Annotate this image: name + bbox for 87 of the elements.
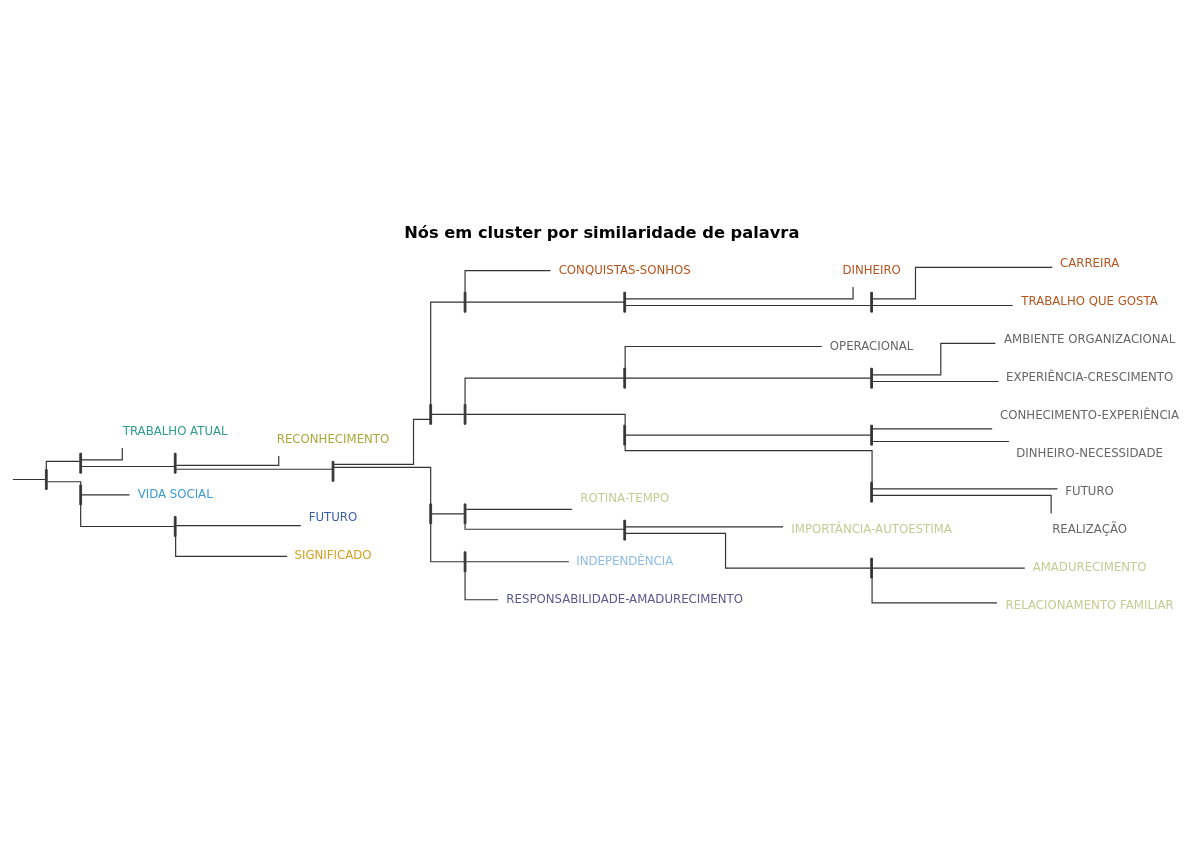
node-text: CARREIRA [1059, 256, 1120, 271]
node-text: SIGNIFICADO [294, 548, 372, 563]
connector [465, 561, 570, 563]
connector [431, 513, 465, 515]
connector [872, 428, 993, 430]
node-bar [331, 460, 335, 482]
node-bar [44, 469, 48, 490]
node-text: FUTURO [1065, 484, 1114, 499]
connector [12, 478, 46, 481]
node-text: AMBIENTE ORGANIZACIONAL [1003, 332, 1176, 347]
node-bar [623, 519, 627, 541]
connector [333, 466, 432, 505]
connector [872, 380, 1000, 383]
node-text: CONHECIMENTO-EXPERIÊNCIA [1000, 408, 1180, 423]
connector [625, 434, 872, 436]
connector [624, 345, 823, 369]
node-text: RESPONSABILIDADE-AMADURECIMENTO [506, 591, 744, 606]
node-text: RECONHECIMENTO [276, 431, 390, 446]
node-text: EXPERIÊNCIA-CRESCIMENTO [1005, 370, 1174, 385]
connector [872, 304, 1014, 307]
node-bar [79, 452, 83, 474]
node-bar [870, 481, 873, 503]
node-text: AMADURECIMENTO [1032, 560, 1147, 575]
connector [872, 342, 996, 376]
node-text: TRABALHO QUE GOSTA [1021, 294, 1158, 309]
connector [45, 460, 81, 470]
connector [464, 571, 499, 601]
node-text: VIDA SOCIAL [137, 486, 213, 501]
connector [175, 536, 288, 557]
node-bar [173, 452, 177, 474]
node-text: ROTINA-TEMPO [580, 490, 670, 505]
node-text: IMPORTÂNCIA-AUTOESTIMA [791, 522, 952, 537]
node-bar [870, 557, 873, 579]
connector [333, 418, 431, 465]
connector [625, 304, 872, 307]
connector [464, 269, 552, 293]
node-text: RELACIONAMENTO FAMILIAR [1005, 598, 1174, 613]
connector [465, 301, 625, 303]
node-bar [870, 424, 873, 446]
node-bar [463, 403, 467, 425]
connector [464, 377, 625, 405]
connector [81, 465, 175, 468]
connector [431, 413, 465, 415]
node-text: DINHEIRO-NECESSIDADE [1016, 446, 1163, 461]
connector [872, 488, 1059, 490]
connector [872, 266, 1053, 300]
node-bar [623, 367, 627, 389]
node-text: CONQUISTAS-SONHOS [558, 262, 691, 277]
connector [872, 440, 1010, 443]
node-text: INDEPENDÊNCIA [576, 553, 674, 568]
connector [430, 523, 465, 563]
connector [625, 286, 854, 300]
connector [46, 481, 82, 486]
connector [872, 494, 1052, 515]
diagram-title: Nós em cluster por similaridade de palavra [404, 223, 800, 243]
connector [430, 301, 465, 405]
node-text: DINHEIRO [842, 262, 901, 277]
connector [175, 525, 302, 527]
connector [625, 532, 872, 569]
connector [625, 377, 872, 379]
node-bar [623, 291, 627, 313]
node-text: FUTURO [308, 510, 358, 525]
node-bar [870, 367, 873, 389]
node-bar [429, 403, 433, 425]
node-bar [463, 503, 467, 525]
node-text: REALIZAÇÃO [1052, 522, 1127, 537]
connector [175, 455, 280, 466]
connector [81, 447, 123, 461]
node-bar [463, 551, 467, 573]
connector [871, 577, 998, 604]
node-bar [463, 291, 467, 313]
connector [81, 494, 131, 496]
connector [464, 523, 625, 530]
node-text: TRABALHO ATUAL [122, 423, 228, 438]
connector [175, 468, 333, 470]
connector [872, 567, 1026, 569]
node-text: OPERACIONAL [829, 338, 914, 353]
connector [465, 508, 573, 510]
connector [80, 504, 175, 528]
node-bar [429, 503, 433, 525]
node-bar [79, 484, 83, 506]
connector [625, 526, 784, 528]
node-bar [173, 516, 177, 537]
node-bar [623, 424, 627, 446]
connector [465, 413, 626, 426]
connector [624, 444, 873, 483]
node-bar [870, 291, 873, 313]
